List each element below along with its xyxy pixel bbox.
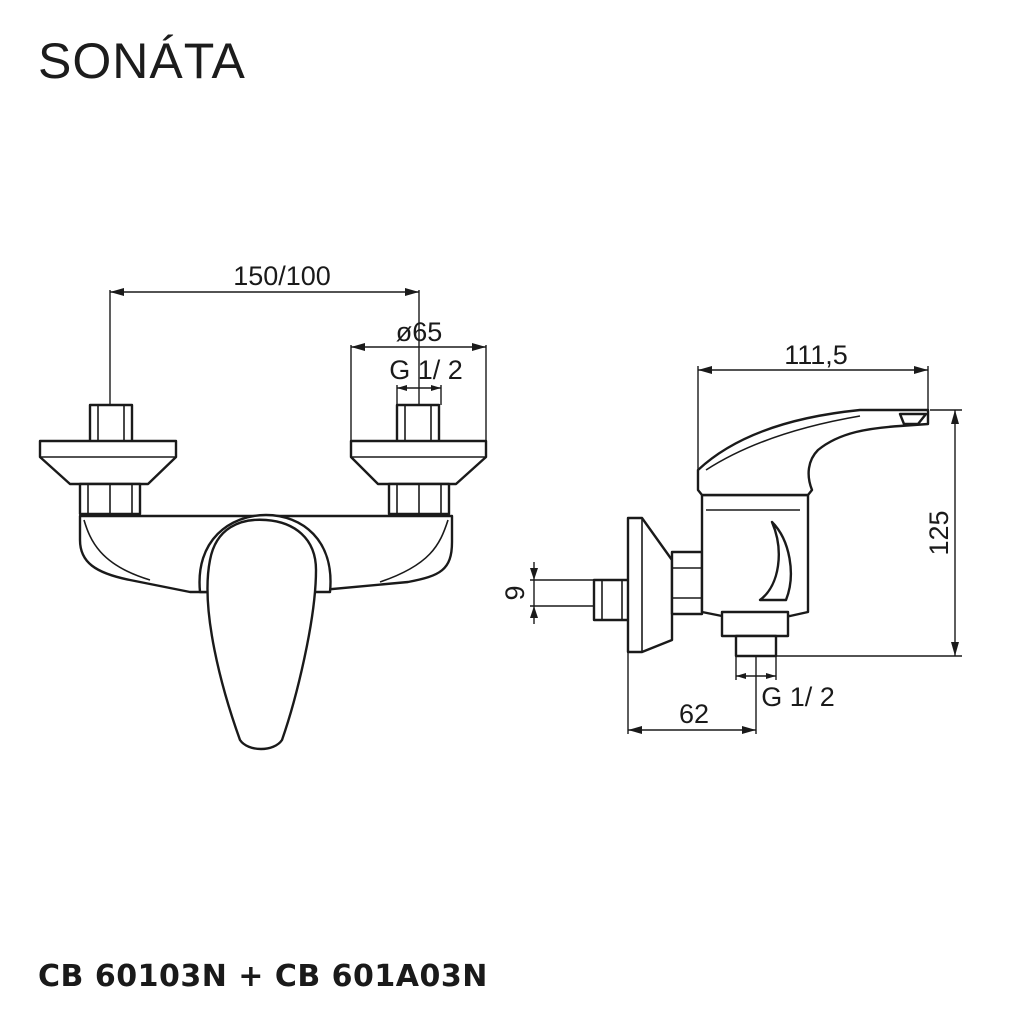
depth-label: 111,5	[784, 340, 848, 370]
product-title: SONÁTA	[38, 33, 246, 89]
inlet-thread-label: G 1/ 2	[389, 355, 463, 385]
left-inlet	[38, 403, 178, 516]
lever-handle	[206, 518, 318, 751]
right-inlet	[349, 403, 488, 516]
side-body	[700, 493, 810, 618]
product-codes: CB 60103N + CB 601A03N	[38, 959, 488, 994]
outlet-fitting	[720, 610, 790, 638]
front-view	[38, 403, 488, 751]
connector-stub	[592, 578, 632, 622]
connector-label: 9	[500, 585, 530, 600]
escutcheon-side	[626, 516, 674, 654]
outlet-thread-label: G 1/ 2	[761, 682, 835, 712]
hex-nut	[670, 550, 704, 616]
side-view	[592, 408, 930, 658]
side-lever	[696, 408, 930, 497]
height-label: 125	[924, 510, 954, 555]
inlet-spacing-label: 150/100	[233, 261, 331, 291]
wall-offset-label: 62	[679, 699, 709, 729]
escutcheon-diameter-label: ø65	[396, 317, 443, 347]
side-dimensions: 111,5 125 9 62 G 1/ 2	[500, 340, 962, 734]
front-dimensions: 150/100 ø65 G 1/ 2	[109, 261, 487, 441]
